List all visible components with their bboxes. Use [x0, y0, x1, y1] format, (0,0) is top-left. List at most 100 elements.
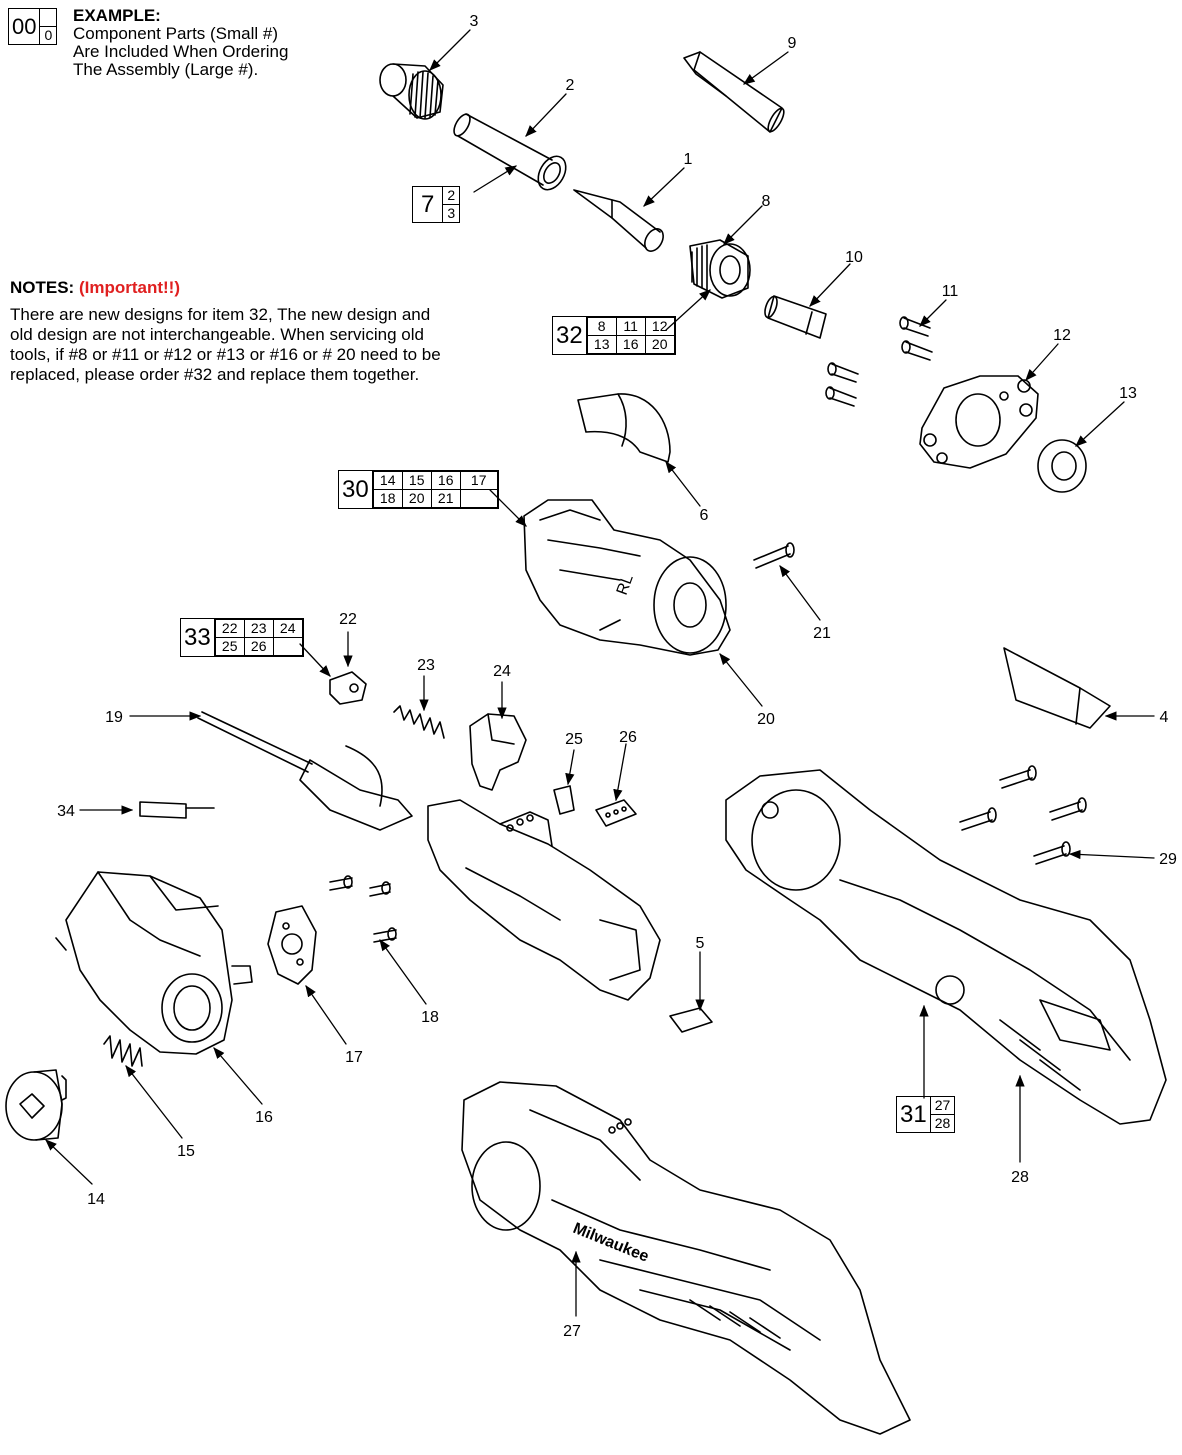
- example-big-number: 00: [9, 9, 41, 44]
- part-12-flange: [919, 375, 1039, 469]
- callout-2: 2: [566, 77, 575, 94]
- callout-21: 21: [813, 625, 831, 642]
- assembly-32-cell: 16: [615, 335, 646, 354]
- switch-module-assembly: [427, 799, 661, 1001]
- part-9-chisel-tip: [683, 51, 785, 133]
- callout-8: 8: [762, 193, 771, 210]
- notes-heading: NOTES:: [10, 278, 75, 297]
- assembly-32-number: 32: [553, 317, 587, 354]
- callout-22: 22: [339, 611, 357, 628]
- assembly-33-box: 33 22 23 24 25 26: [180, 618, 304, 657]
- part-25-clip: [553, 785, 575, 815]
- part-14-knob: [5, 1069, 67, 1141]
- callout-labels: 1 2 3 4 5 6 8 9 10 11 12 13 14 15 16 17 …: [57, 13, 1177, 1340]
- part-21-screw: [753, 542, 795, 569]
- callout-24: 24: [493, 663, 511, 680]
- assembly-7-part-2: 3: [447, 205, 456, 221]
- assembly-30-table: 14 15 16 17 18 20 21: [372, 471, 498, 508]
- part-10-heater-element: [764, 295, 827, 339]
- assembly-32-cell: 13: [586, 335, 617, 354]
- assembly-32-cell: 12: [644, 317, 675, 336]
- assembly-32-table: 8 11 12 13 16 20: [586, 317, 675, 354]
- example-line-3: The Assembly (Large #).: [73, 60, 259, 79]
- part-6-label-sheet: [577, 393, 671, 463]
- part-2-barrel-tube: [453, 113, 567, 191]
- callout-29: 29: [1159, 851, 1177, 868]
- part-34-motor-pin: [139, 801, 215, 819]
- callout-20: 20: [757, 711, 775, 728]
- callout-1: 1: [684, 151, 693, 168]
- assembly-33-cell: 24: [272, 619, 303, 638]
- assembly-30-cell: 14: [372, 471, 403, 490]
- part-19-rod-and-wiring: [197, 711, 413, 831]
- assembly-32-cell: 20: [644, 335, 675, 354]
- part-18-screws: [329, 875, 397, 943]
- part-24-trigger: [469, 713, 527, 791]
- callout-27: 27: [563, 1323, 581, 1340]
- part-20-rear-housing: RL: [523, 499, 731, 656]
- assembly-33-number: 33: [181, 619, 215, 656]
- callout-13: 13: [1119, 385, 1137, 402]
- notes-line-4: replaced, please order #32 and replace t…: [10, 365, 420, 384]
- part-13-washer: [1037, 439, 1087, 493]
- callout-28: 28: [1011, 1169, 1029, 1186]
- svg-text:RL: RL: [614, 572, 637, 597]
- assembly-32-cell: 11: [615, 317, 646, 336]
- callout-11: 11: [942, 283, 959, 300]
- assembly-7-number: 7: [413, 187, 444, 222]
- callout-9: 9: [788, 35, 797, 52]
- callout-26: 26: [619, 729, 637, 746]
- callout-18: 18: [421, 1009, 439, 1026]
- example-line-2: Are Included When Ordering: [73, 42, 289, 61]
- assembly-7-box: 7 2 3: [412, 186, 461, 223]
- part-23-spring: [393, 705, 445, 739]
- example-heading: EXAMPLE:: [73, 6, 161, 25]
- part-4-label-plate: [1003, 647, 1111, 729]
- part-27-left-handle-housing: [461, 1081, 911, 1435]
- part-17-bearing-plate: [267, 905, 317, 985]
- example-legend: 00 0 EXAMPLE: Component Parts (Small #) …: [8, 6, 338, 79]
- assembly-33-table: 22 23 24 25 26: [214, 619, 303, 656]
- notes-line-1: There are new designs for item 32, The n…: [10, 305, 431, 324]
- part-26-contact-plate: [595, 799, 637, 827]
- example-assembly-box: 00 0: [8, 8, 58, 45]
- notes-line-3: tools, if #8 or #11 or #12 or #13 or #16…: [10, 345, 441, 364]
- callout-25: 25: [565, 731, 583, 748]
- callout-14: 14: [87, 1191, 105, 1208]
- part-5-spring-clip: [669, 1007, 713, 1033]
- notes-important: (Important!!): [78, 278, 180, 297]
- assembly-30-cell: 17: [459, 471, 498, 490]
- leader-lines: [45, 29, 1155, 1317]
- callout-3: 3: [470, 13, 479, 30]
- part-3-knurled-nut: [379, 63, 444, 120]
- assembly-30-cell: 15: [401, 471, 432, 490]
- example-blank: [40, 9, 57, 27]
- assembly-30-box: 30 14 15 16 17 18 20 21: [338, 470, 499, 509]
- assembly-31-part-2: 28: [934, 1115, 951, 1131]
- callout-6: 6: [700, 507, 709, 524]
- part-29-screws: [959, 765, 1087, 865]
- example-line-1: Component Parts (Small #): [73, 24, 279, 43]
- part-16-front-housing: [55, 871, 253, 1055]
- example-small-number: 0: [44, 27, 53, 43]
- assembly-33-cell: 26: [243, 637, 274, 656]
- callout-15: 15: [177, 1143, 195, 1160]
- assembly-32-box: 32 8 11 12 13 16 20: [552, 316, 676, 355]
- part-1-conical-tip: [573, 189, 664, 252]
- part-22-switch: [329, 671, 367, 705]
- assembly-31-number: 31: [897, 1097, 931, 1132]
- part-15-spring: [103, 1035, 143, 1067]
- assembly-33-cell: 25: [214, 637, 245, 656]
- callout-19: 19: [105, 709, 123, 726]
- callout-4: 4: [1160, 709, 1169, 726]
- notes-line-2: old design are not interchangeable. When…: [10, 325, 424, 344]
- callout-16: 16: [255, 1109, 273, 1126]
- part-11-screws: [825, 316, 933, 407]
- callout-10: 10: [845, 249, 863, 266]
- callout-5: 5: [696, 935, 705, 952]
- callout-12: 12: [1053, 327, 1071, 344]
- assembly-7-part-1: 2: [443, 187, 460, 205]
- part-8-threaded-collar: [689, 239, 751, 299]
- assembly-31-box: 31 27 28: [896, 1096, 956, 1133]
